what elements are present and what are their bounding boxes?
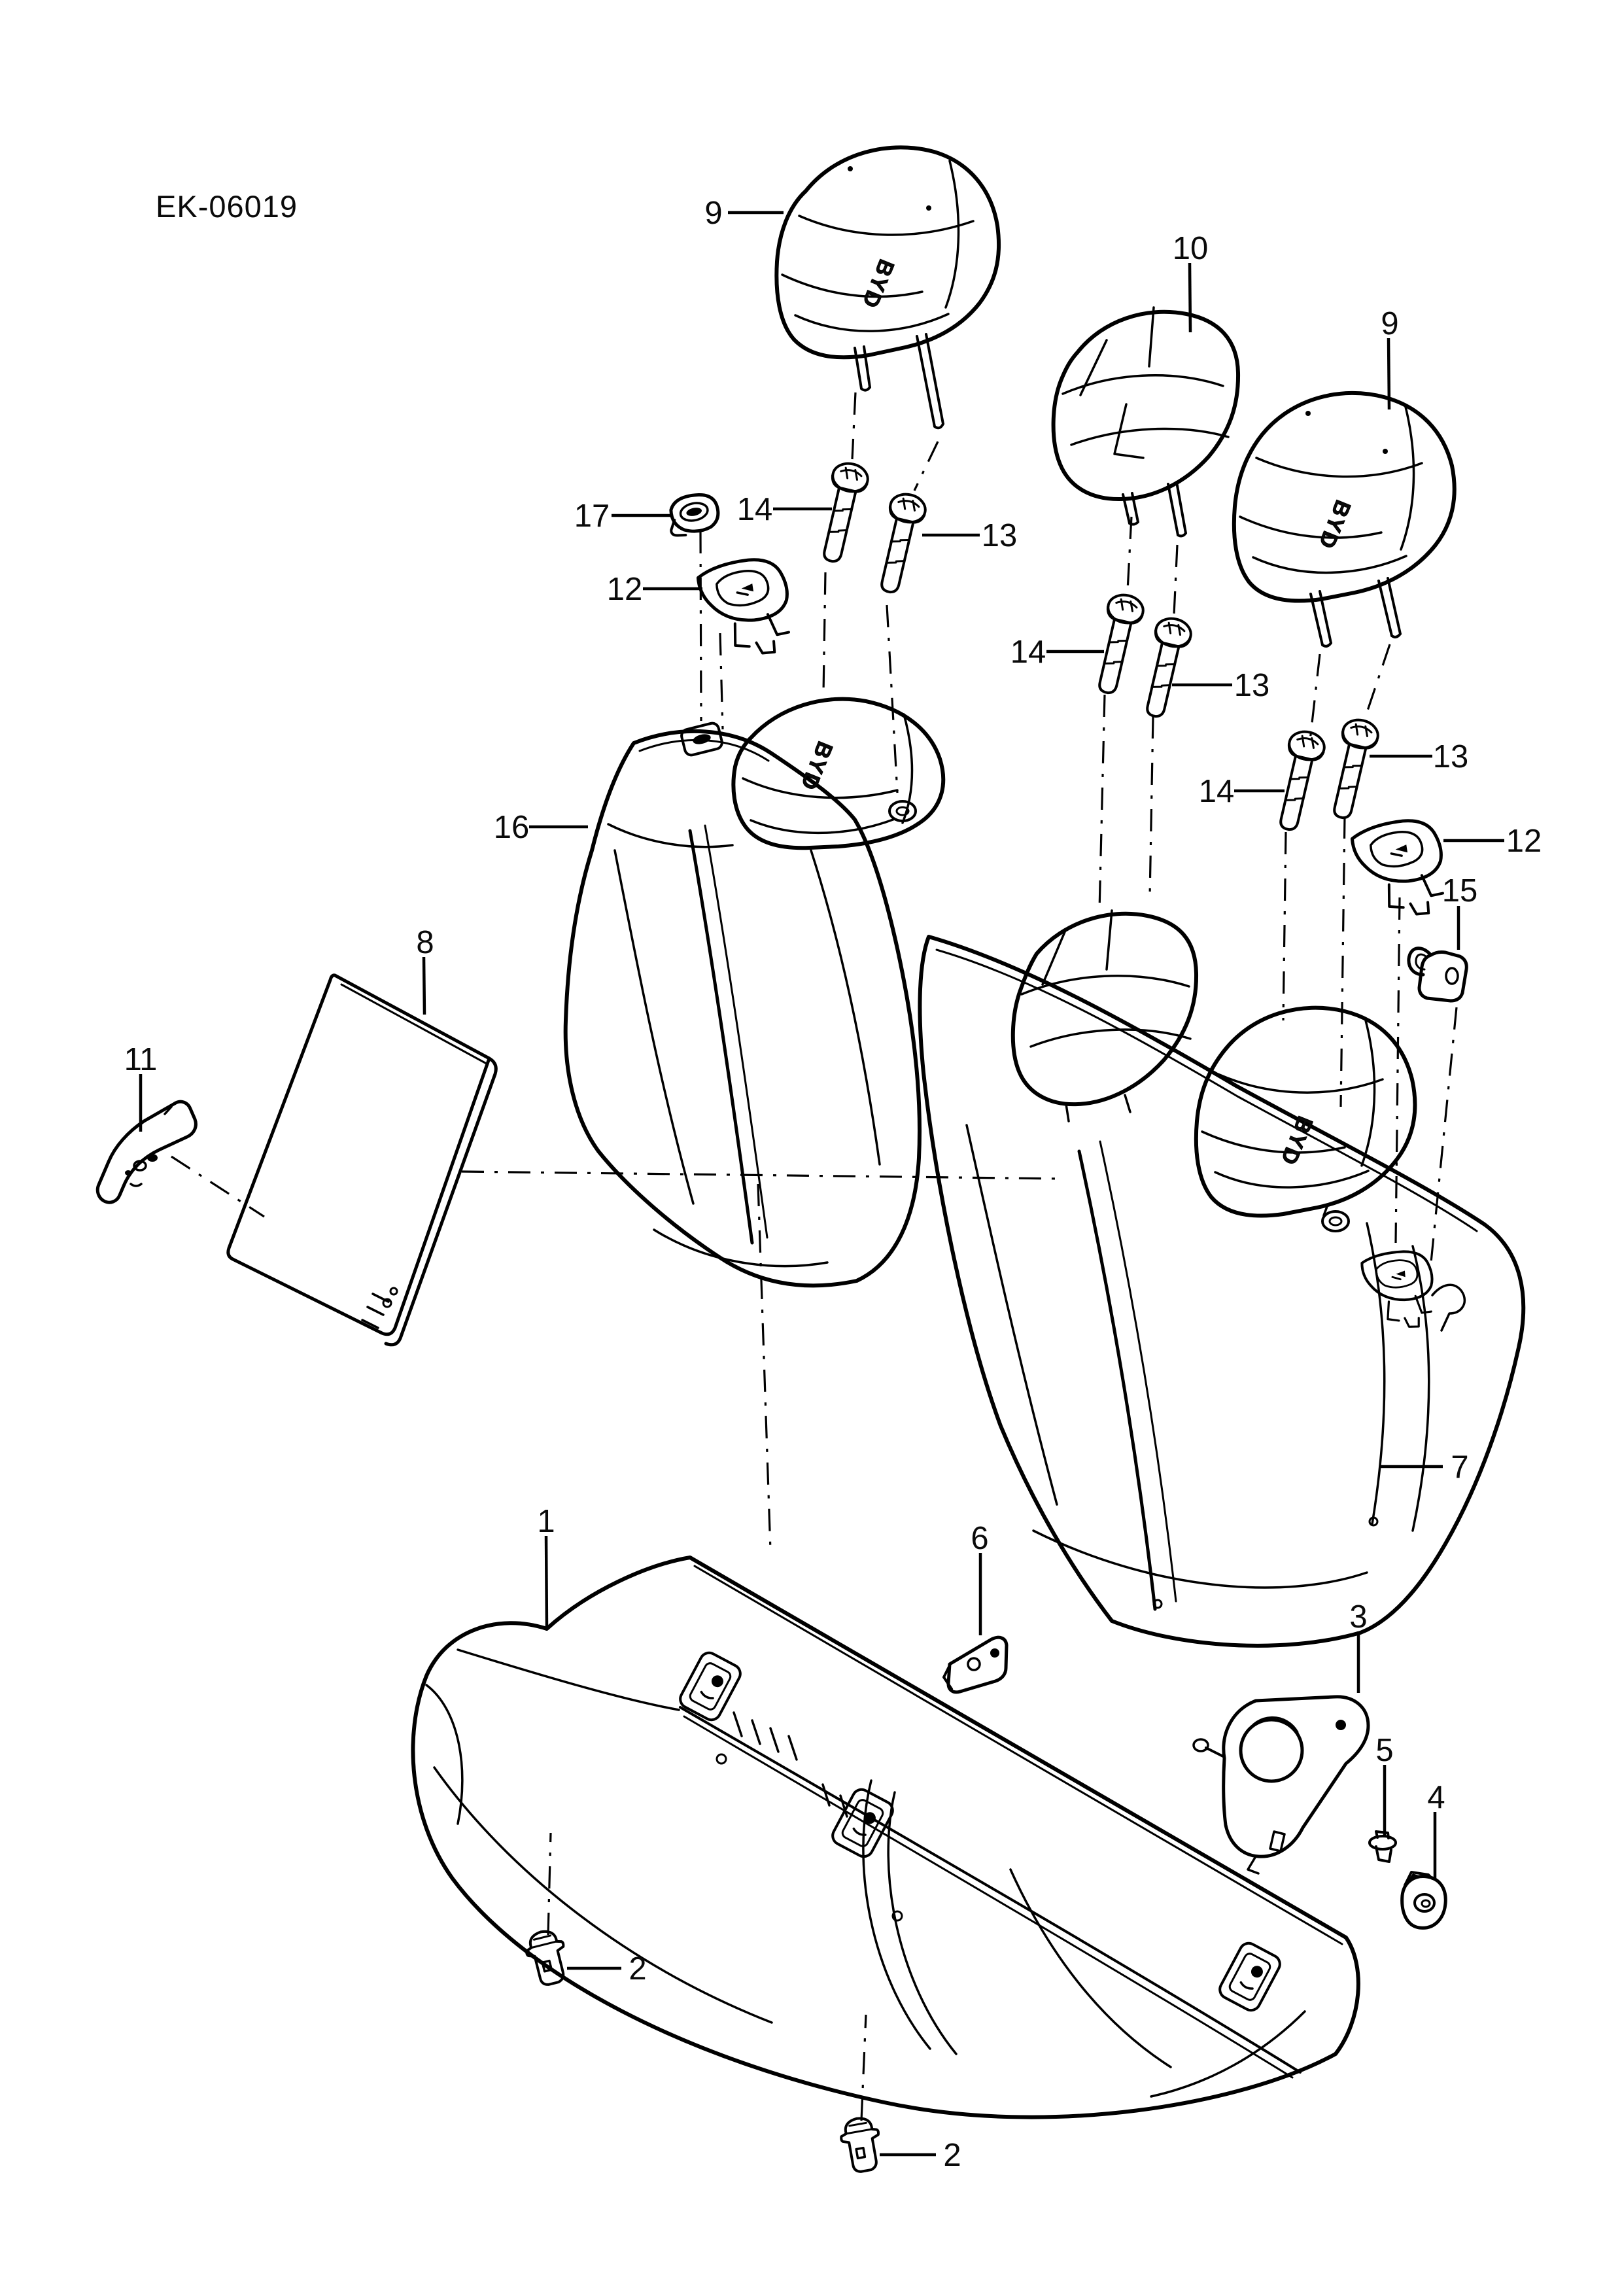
- byd-logo-badge: BYD: [795, 738, 837, 794]
- callout-5-bolt: 5: [1375, 1733, 1394, 1835]
- callout-label[interactable]: 6: [971, 1521, 988, 1556]
- callout-label[interactable]: 11: [124, 1042, 158, 1077]
- callout-13-guide-sleeve-left: 13: [922, 518, 1017, 553]
- right-seatback-7-drawing: [918, 935, 1526, 1648]
- callout-label[interactable]: 2: [629, 1951, 646, 1987]
- callout-8-armrest-panel: 8: [416, 925, 434, 1015]
- callout-14-guide-sleeve-center: 14: [1010, 635, 1104, 670]
- diagram-code: EK-06019: [156, 189, 298, 224]
- callout-2-clip-bottom: 2: [880, 2138, 961, 2173]
- left-seatback-16-drawing: [563, 722, 922, 1288]
- guide-sleeve-14-center: [1088, 590, 1148, 698]
- byd-logo-badge: BYD: [857, 256, 899, 312]
- callout-label[interactable]: 10: [1173, 231, 1209, 266]
- callout-3-hinge-bracket: 3: [1349, 1599, 1368, 1693]
- callout-label[interactable]: 13: [1234, 668, 1270, 703]
- callout-label[interactable]: 13: [1433, 739, 1469, 774]
- bolt-5-drawing: [1368, 1830, 1397, 1863]
- guide-sleeve-13-left: [870, 489, 930, 597]
- callout-label[interactable]: 12: [1506, 824, 1542, 859]
- callout-2-clip-left: 2: [567, 1951, 647, 1987]
- headrest-9-top-drawing: BYD: [774, 145, 1001, 430]
- guide-sleeve-14-left: [812, 459, 872, 566]
- cap-17-drawing: [669, 493, 720, 537]
- latch-12-left-drawing: [696, 549, 805, 668]
- callout-12-latch-left: 12: [607, 572, 702, 607]
- callout-label[interactable]: 17: [574, 498, 610, 534]
- callout-16-left-seatback: 16: [494, 810, 588, 845]
- roller-4-drawing: [1400, 1871, 1447, 1930]
- callout-label[interactable]: 14: [737, 492, 773, 527]
- headrest-9-right-drawing: BYD: [1232, 391, 1457, 648]
- callout-label[interactable]: 7: [1451, 1450, 1468, 1485]
- headrest-installed-right-drawing: BYD: [1194, 1005, 1417, 1232]
- callout-13-guide-sleeve-center: 13: [1172, 668, 1269, 703]
- headrest-installed-left-drawing: BYD: [731, 697, 946, 850]
- assembly-axis-lines: [171, 392, 1458, 2121]
- clip-2-bottom-drawing: [837, 2113, 886, 2176]
- bracket-6-drawing: [942, 1635, 1009, 1694]
- callout-9-top-headrest: 9: [704, 196, 784, 231]
- callout-label[interactable]: 4: [1427, 1780, 1445, 1815]
- callout-label[interactable]: 9: [1381, 306, 1398, 341]
- callout-14-guide-sleeve-left: 14: [737, 492, 832, 527]
- callout-10-center-headrest: 10: [1173, 231, 1209, 333]
- callout-label[interactable]: 16: [494, 810, 530, 845]
- callout-4-roller: 4: [1427, 1780, 1445, 1879]
- callout-label[interactable]: 1: [537, 1504, 555, 1539]
- headrest-installed-center-drawing: [1010, 909, 1199, 1122]
- callout-9-right-headrest: 9: [1381, 306, 1399, 410]
- guide-sleeve-13-right: [1322, 715, 1383, 823]
- callout-label[interactable]: 3: [1349, 1599, 1367, 1635]
- hinge-bracket-3-drawing: [1192, 1695, 1370, 1875]
- callout-label[interactable]: 14: [1199, 774, 1235, 809]
- hook-15-drawing: [1407, 947, 1468, 1003]
- callout-15-hook: 15: [1442, 873, 1478, 950]
- callout-label[interactable]: 9: [704, 196, 722, 231]
- latch-12-right-drawing: [1350, 810, 1459, 929]
- latch-installed-right-drawing: [1360, 1244, 1466, 1336]
- guide-sleeve-13-center: [1135, 614, 1196, 722]
- callout-label[interactable]: 5: [1375, 1733, 1393, 1768]
- byd-logo-badge: BYD: [1313, 496, 1355, 553]
- callout-11-bracket: 11: [124, 1042, 158, 1132]
- guide-sleeve-14-right: [1269, 727, 1329, 835]
- callout-label[interactable]: 2: [943, 2138, 961, 2173]
- armrest-panel-8-drawing: [226, 973, 498, 1347]
- callout-13-guide-sleeve-right: 13: [1370, 739, 1468, 774]
- callout-label[interactable]: 13: [982, 518, 1018, 553]
- callout-12-latch-right: 12: [1443, 824, 1542, 859]
- callout-label[interactable]: 15: [1442, 873, 1478, 909]
- callout-1-seat-cushion: 1: [537, 1504, 555, 1628]
- bracket-11-drawing: [95, 1100, 198, 1204]
- callout-17-cap: 17: [574, 498, 671, 534]
- callout-6-bracket: 6: [971, 1521, 989, 1635]
- callout-label[interactable]: 8: [416, 925, 434, 960]
- callout-14-guide-sleeve-right: 14: [1199, 774, 1285, 809]
- callout-label[interactable]: 14: [1010, 635, 1046, 670]
- callout-label[interactable]: 12: [607, 572, 643, 607]
- headrest-10-drawing: [1051, 306, 1241, 538]
- callout-7-right-seatback: 7: [1380, 1450, 1469, 1485]
- seat-cushion-1-drawing: [411, 1556, 1360, 2119]
